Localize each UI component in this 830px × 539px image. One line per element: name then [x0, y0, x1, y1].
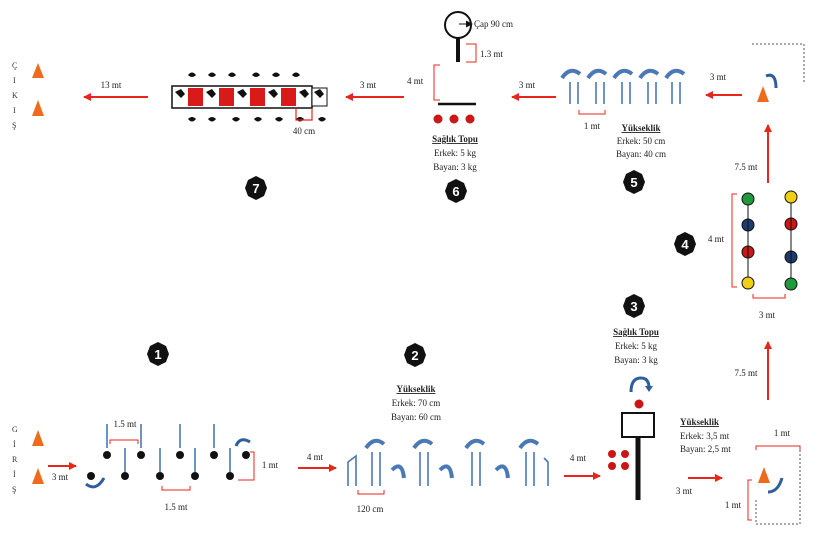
- cone-icon: [32, 63, 44, 78]
- station3-approach-label: 4 mt: [570, 453, 587, 463]
- entrance-letter: Ş: [12, 485, 16, 494]
- station6-male: Erkek: 5 kg: [434, 148, 476, 158]
- exit-letter: Ş: [12, 121, 16, 130]
- station4-badge: 4: [674, 232, 696, 256]
- station5-male: Erkek: 50 cm: [617, 136, 666, 146]
- station6-approach-label: 3 mt: [360, 80, 377, 90]
- station6-throw-dist-label: 4 mt: [407, 76, 424, 86]
- station2-title: Yükseklik: [396, 384, 435, 394]
- station1-number: 1: [154, 347, 161, 362]
- station2-hurdles: [347, 438, 549, 486]
- station1-start-label: 3 mt: [52, 472, 69, 482]
- station2-spacing-label: 120 cm: [357, 504, 384, 514]
- station5-hurdles: [560, 68, 686, 104]
- exit-letter: Ç: [12, 61, 17, 70]
- exit-letter: I: [13, 106, 16, 115]
- cone-icon: [32, 100, 44, 116]
- entrance-letter: R: [12, 455, 18, 464]
- entrance-letter: İ: [13, 440, 16, 449]
- station6-badge: 6: [445, 179, 467, 203]
- cone-icon: [32, 430, 44, 446]
- station3-female: Bayan: 3 kg: [614, 355, 658, 365]
- station2-number: 2: [411, 348, 418, 363]
- station5-spacing-label: 1 mt: [584, 121, 601, 131]
- station7-number: 7: [252, 181, 259, 196]
- station4-balls: [731, 190, 798, 299]
- station4-number: 4: [681, 237, 689, 252]
- exit-letter: I: [13, 76, 16, 85]
- station5-approach-label: 3 mt: [519, 80, 536, 90]
- station3-male: Erkek: 5 kg: [615, 341, 657, 351]
- cone-icon: [32, 468, 44, 484]
- station3-height-male: Erkek: 3,5 mt: [680, 431, 730, 441]
- station7-ladder: [171, 72, 328, 122]
- station3-height-female: Bayan: 2,5 mt: [680, 444, 731, 454]
- station7-to-exit-label: 13 mt: [101, 80, 122, 90]
- entrance-cones: [32, 430, 44, 484]
- entrance-letter: İ: [13, 470, 16, 479]
- station4-length-label: 4 mt: [708, 234, 725, 244]
- bottom-right-corner: [747, 445, 801, 525]
- station1-slalom: [85, 424, 255, 491]
- turn-to-5-label: 3 mt: [710, 72, 727, 82]
- station5-title: Yükseklik: [621, 123, 660, 133]
- station4-width-label: 3 mt: [759, 310, 776, 320]
- station2-approach-label: 4 mt: [307, 452, 324, 462]
- station3-wall: [608, 376, 655, 500]
- station2-female: Bayan: 60 cm: [391, 412, 441, 422]
- station1-spacing-bottom-label: 1.5 mt: [164, 502, 188, 512]
- station6-number: 6: [452, 184, 459, 199]
- station6-female: Bayan: 3 kg: [433, 162, 477, 172]
- station3-exit-label: 3 mt: [676, 486, 693, 496]
- station5-number: 5: [630, 175, 637, 190]
- station1-spacing-top-label: 1.5 mt: [113, 419, 137, 429]
- footstep-icons: [188, 72, 326, 122]
- exit-cones: [32, 63, 44, 116]
- exit-letter: K: [12, 91, 18, 100]
- station3-badge: 3: [623, 294, 645, 318]
- station2-male: Erkek: 70 cm: [392, 398, 441, 408]
- station3-number: 3: [630, 299, 637, 314]
- exit-letters: Ç I K I Ş: [12, 61, 18, 130]
- station1-depth-label: 1 mt: [262, 460, 279, 470]
- corner-width-label: 1 mt: [774, 428, 791, 438]
- station3-height-title: Yükseklik: [680, 417, 719, 427]
- station5-badge: 5: [623, 170, 645, 194]
- station1-badge: 1: [147, 342, 169, 366]
- entrance-letter: G: [12, 425, 18, 434]
- cone-icon: [757, 86, 769, 102]
- station4-up-top-label: 7.5 mt: [734, 162, 758, 172]
- station6-hoop: [433, 11, 477, 124]
- cone-icon: [758, 467, 770, 483]
- top-right-turn: [752, 43, 805, 102]
- station7-badge: 7: [245, 176, 267, 200]
- station7-width-label: 40 cm: [293, 126, 315, 136]
- station6-title: Sağlık Topu: [432, 134, 478, 144]
- station5-spacing-bracket: [578, 110, 606, 115]
- station2-spacing-bracket: [357, 490, 385, 495]
- station2-badge: 2: [404, 343, 426, 367]
- corner-height-label: 1 mt: [725, 500, 742, 510]
- station3-title: Sağlık Topu: [613, 327, 659, 337]
- station5-female: Bayan: 40 cm: [616, 149, 666, 159]
- station6-diameter-label: Çap 90 cm: [474, 19, 513, 29]
- station6-hoop-height-label: 1.3 mt: [480, 49, 504, 59]
- station4-up-bottom-label: 7.5 mt: [734, 368, 758, 378]
- entrance-letters: G İ R İ Ş: [12, 425, 18, 494]
